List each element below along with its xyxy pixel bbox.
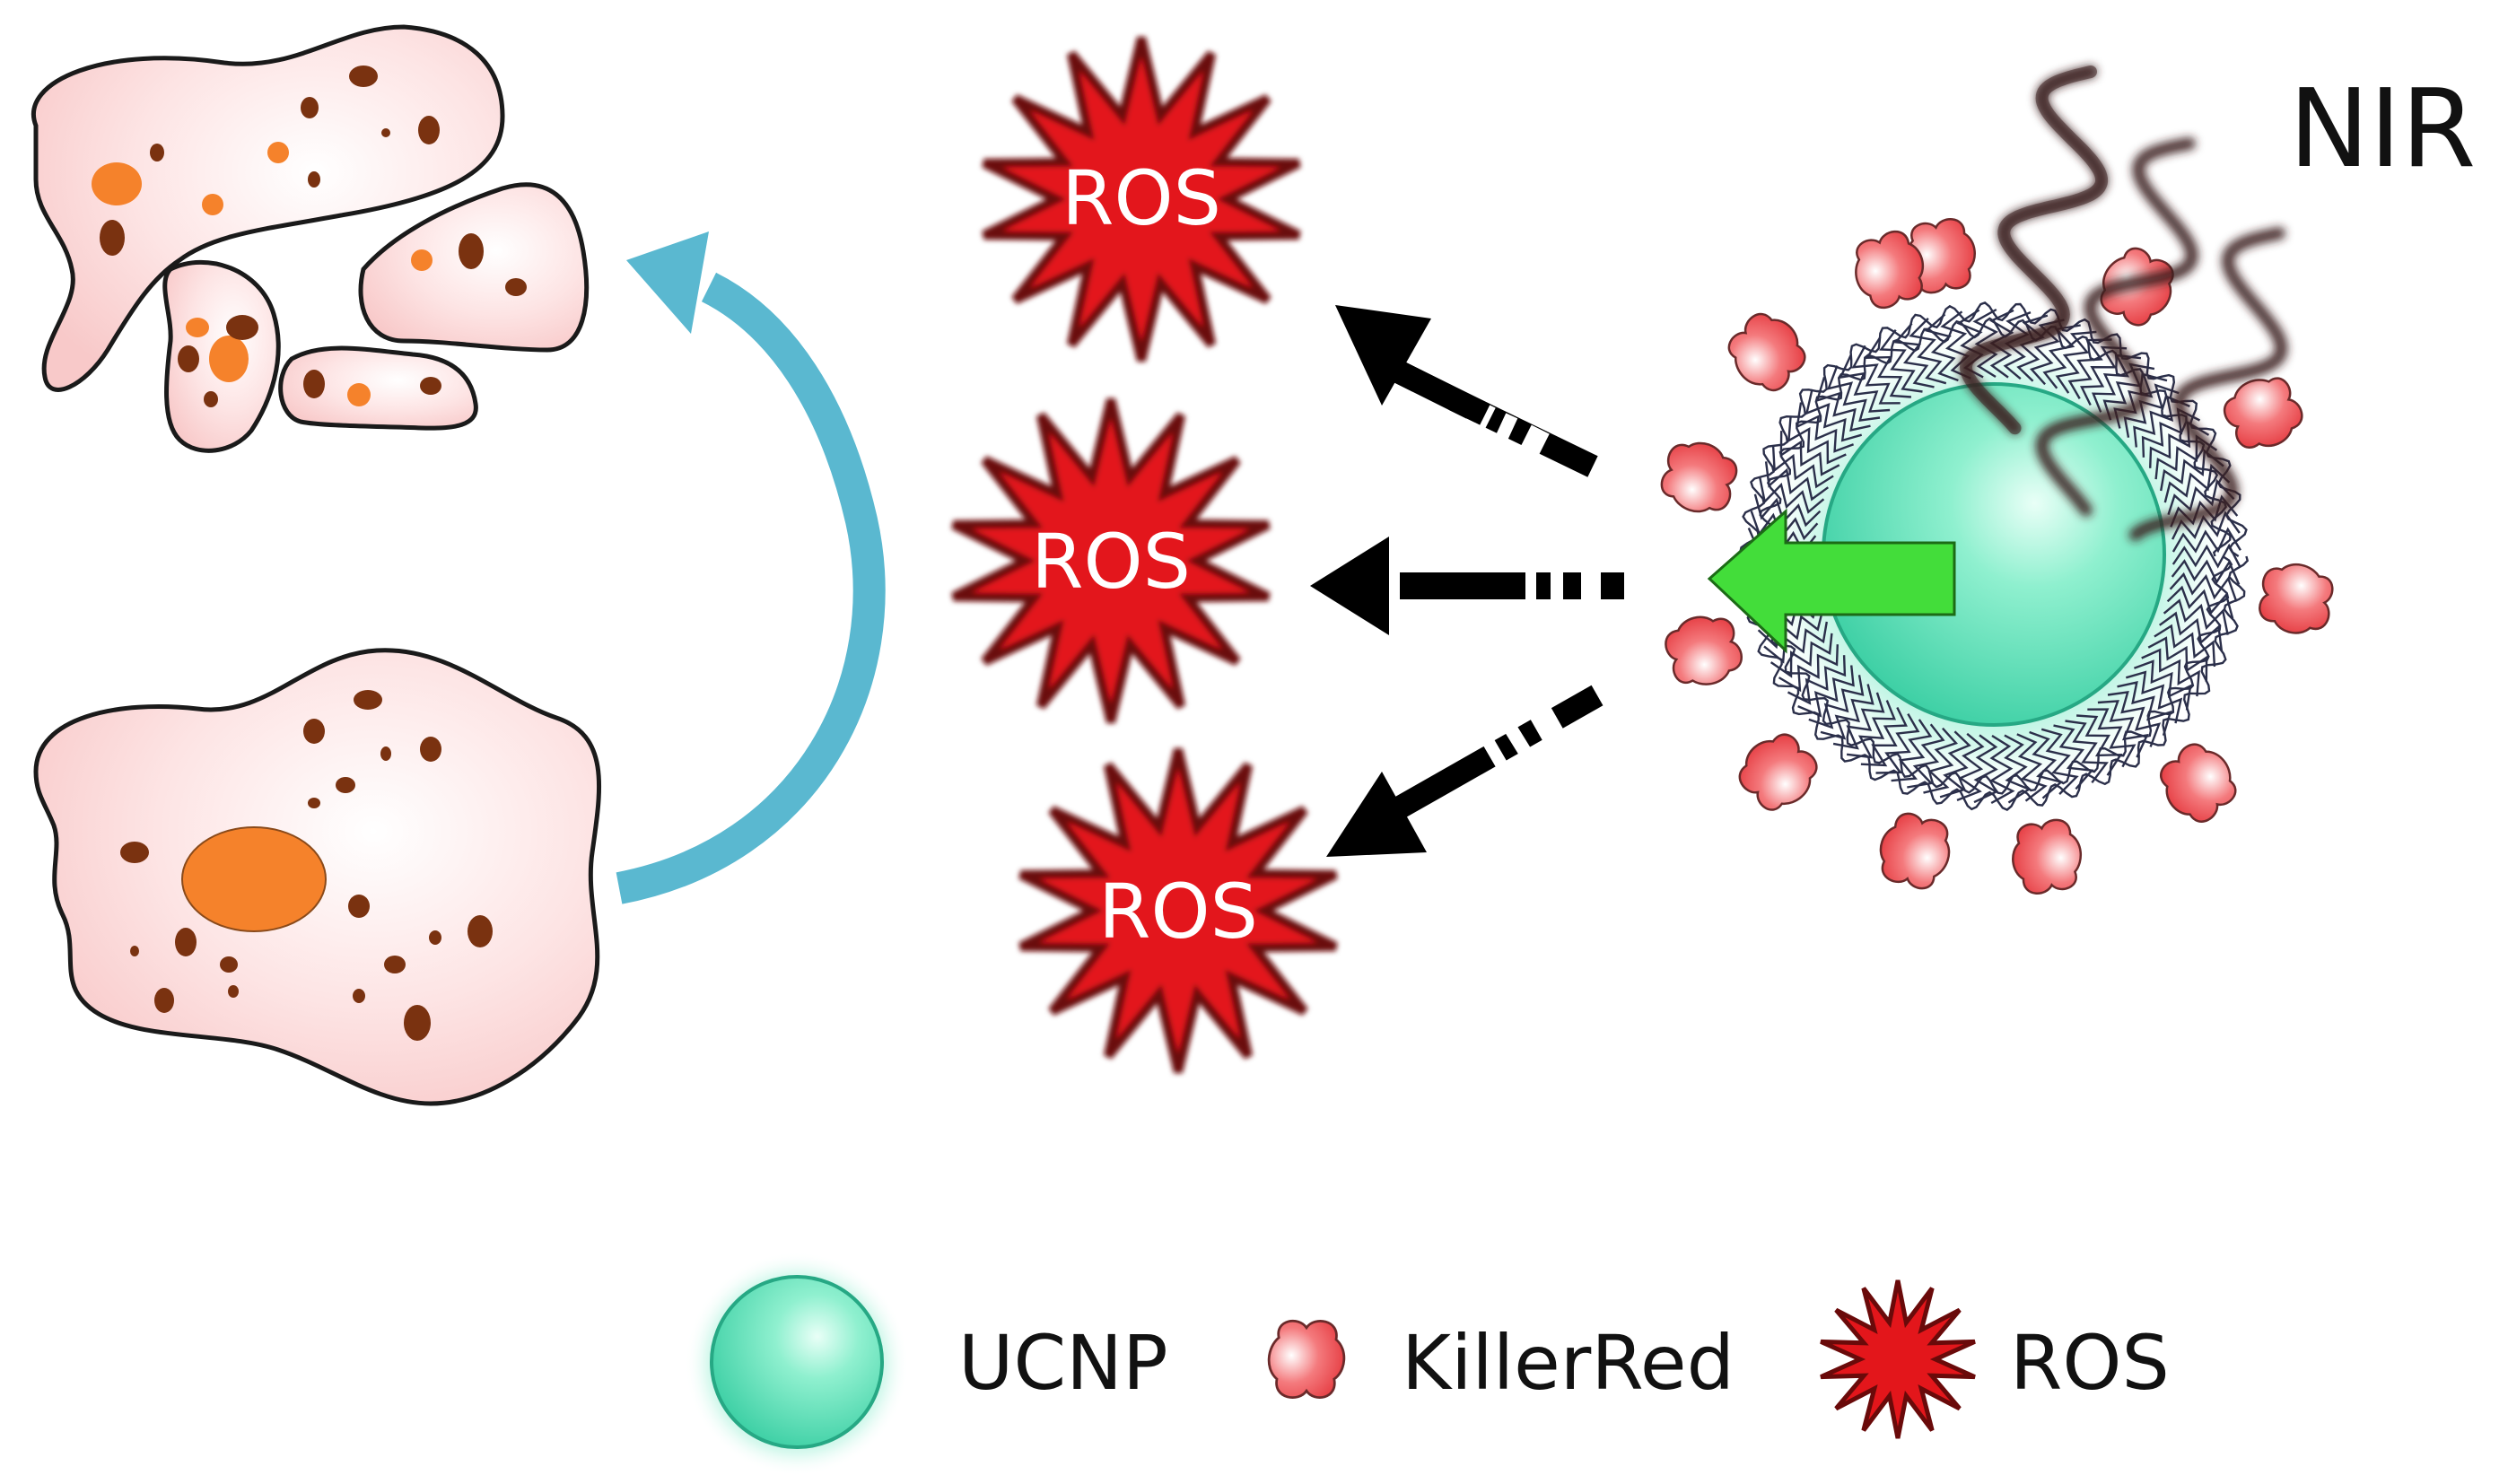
legend-ros-icon	[1820, 1279, 1976, 1439]
polymer-strand	[1797, 665, 1855, 718]
polymer-strand	[1808, 675, 1865, 729]
polymer-strand	[1940, 310, 1971, 380]
polymer-strand	[1860, 706, 1908, 767]
polymer-strand	[2172, 527, 2241, 554]
polymer-strand	[1805, 388, 1863, 442]
killerred-protein-icon	[2006, 815, 2088, 898]
killerred-protein-icon	[1655, 433, 1743, 521]
nir-label: NIR	[2289, 67, 2477, 192]
polymer-strand	[2125, 670, 2183, 724]
ros-label-middle: ROS	[1031, 518, 1191, 606]
polymer-strand	[2172, 543, 2241, 569]
ros-label-bottom: ROS	[1098, 868, 1258, 956]
killerred-protein-icon	[1658, 606, 1749, 695]
polymer-strand	[2040, 728, 2079, 795]
ros-burst-top: ROS	[982, 36, 1301, 362]
killerred-protein-icon	[1717, 301, 1817, 402]
polymer-strand	[2029, 319, 2065, 386]
polymer-strand	[2170, 494, 2239, 528]
polymer-strand	[1832, 692, 1885, 750]
killerred-protein-icon	[2255, 558, 2337, 639]
legend-killerred-icon	[1267, 1319, 1346, 1400]
polymer-strand	[2016, 733, 2048, 802]
polymer-strand	[1851, 345, 1901, 405]
polymer-strand	[1875, 713, 1920, 774]
cell-icon	[33, 648, 602, 1106]
polymer-strand	[2133, 395, 2190, 448]
polymer-strand	[2087, 708, 2137, 768]
ros-label-top: ROS	[1062, 154, 1221, 242]
polymer-strand	[2133, 659, 2192, 711]
polymer-strand	[1757, 609, 1824, 650]
polymer-strand	[2107, 690, 2162, 747]
emission-arrow-bottom	[1326, 685, 1604, 857]
polymer-strand	[1972, 308, 1998, 379]
polymer-strand	[1826, 365, 1881, 423]
polymer-strand	[1763, 621, 1828, 664]
polymer-strand	[1839, 354, 1891, 413]
polymer-strand	[1820, 684, 1874, 740]
polymer-strand	[1907, 723, 1945, 789]
ros-burst-bottom: ROS	[1018, 747, 1338, 1074]
polymer-strand	[1909, 318, 1947, 385]
polymer-strand	[2169, 572, 2238, 602]
polymer-strand	[1778, 644, 1839, 693]
legend-ros-label: ROS	[2010, 1319, 2170, 1407]
polymer-strand	[2080, 345, 2128, 406]
polymer-strand	[1923, 727, 1959, 794]
polymer-strand	[1787, 655, 1847, 705]
polymer-strand	[2163, 463, 2231, 503]
polymer-strand	[1891, 719, 1933, 782]
polymer-strand	[2147, 636, 2208, 682]
polymer-strand	[1787, 415, 1847, 465]
ros-burst-middle: ROS	[951, 397, 1271, 724]
polymer-strand	[1956, 732, 1985, 802]
fragmented-cell-icon	[31, 24, 590, 453]
polymer-strand	[1879, 328, 1923, 393]
polymer-strand	[1989, 734, 2015, 805]
polymer-strand	[1893, 322, 1935, 388]
polymer-strand	[1846, 700, 1897, 759]
polymer-strand	[2117, 681, 2172, 737]
polymer-strand	[2163, 598, 2229, 635]
polymer-strand	[1939, 730, 1971, 799]
legend: UCNP KillerRed ROS	[685, 1252, 2170, 1476]
polymer-strand	[2167, 478, 2235, 515]
polymer-strand	[2065, 720, 2109, 784]
polymer-strand	[1924, 313, 1959, 382]
legend-killerred-label: KillerRed	[1402, 1319, 1735, 1407]
polymer-strand	[2141, 648, 2200, 697]
killerred-protein-icon	[1871, 807, 1959, 895]
killerred-protein-icon	[1727, 721, 1829, 823]
emission-arrow-top	[1335, 305, 1598, 477]
killerred-protein-icon	[2148, 733, 2249, 834]
polymer-strand	[2158, 611, 2224, 651]
polymer-strand	[1759, 477, 1825, 514]
polymer-strand	[1770, 633, 1833, 678]
legend-ucnp-icon	[685, 1252, 909, 1476]
polymer-strand	[2154, 624, 2216, 668]
polymer-strand	[2055, 330, 2097, 394]
polymer-strand	[1771, 445, 1834, 489]
emission-arrow-middle	[1310, 537, 1624, 635]
curved-arrow-icon	[616, 231, 886, 904]
legend-ucnp-label: UCNP	[958, 1319, 1168, 1407]
polymer-strand	[1865, 336, 1911, 398]
green-emission-arrow	[1707, 508, 1956, 654]
